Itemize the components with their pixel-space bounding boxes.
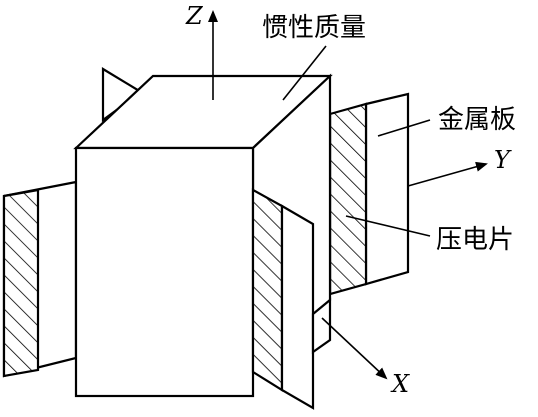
mass-front-face	[74, 146, 255, 398]
front-plate-tab	[311, 297, 332, 355]
metal-plate-label: 金属板	[438, 105, 516, 135]
mass-label: 惯性质量	[262, 13, 366, 43]
right-metal-plate	[364, 92, 410, 286]
metal-plate-leader-line	[377, 119, 431, 137]
piezo-leader-line	[345, 215, 431, 237]
x-axis-arrow	[321, 317, 388, 380]
front-piezo-disc	[251, 188, 284, 392]
y-axis-label: Y	[494, 146, 512, 174]
z-axis-label: Z	[185, 2, 204, 30]
right-piezo-disc	[328, 102, 368, 296]
mass-leader-line	[282, 45, 327, 101]
y-axis-arrow	[407, 161, 488, 187]
x-axis-label: X	[390, 370, 410, 398]
front-plate-edge	[252, 189, 283, 207]
left-piezo-disc	[2, 188, 40, 378]
front-metal-plate	[280, 204, 315, 410]
piezo-label: 压电片	[436, 225, 514, 255]
